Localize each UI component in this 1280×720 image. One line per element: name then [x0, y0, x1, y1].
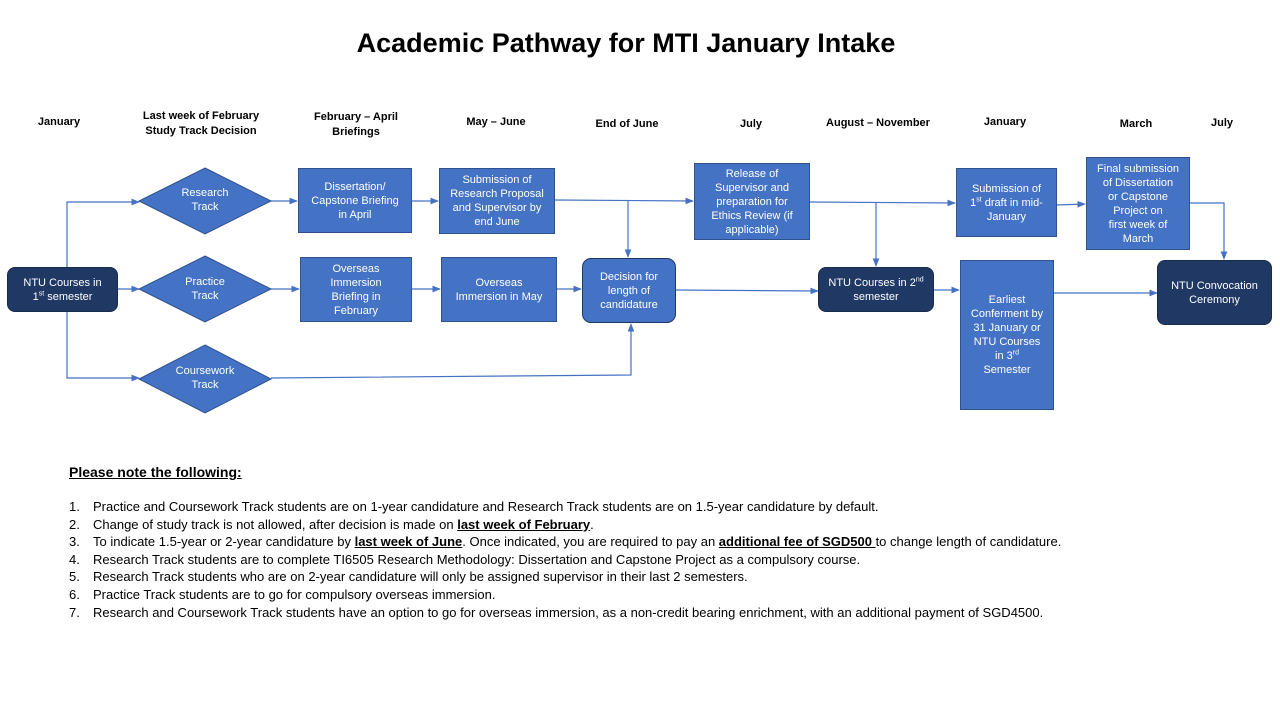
connector-coursework-decision — [270, 323, 635, 379]
research-track-label: Research Track — [181, 187, 229, 213]
overseas-briefing-node: Overseas Immersion Briefing in February — [300, 257, 412, 322]
note-text: Research Track students are to complete … — [93, 551, 860, 569]
earliest-conferment-node: Earliest Conferment by 31 January or NTU… — [960, 260, 1054, 410]
research-track-diamond — [137, 167, 273, 235]
note-text: Practice and Coursework Track students a… — [93, 498, 878, 516]
node-text: semester — [44, 290, 93, 303]
note-text-part: . Once indicated, you are required to pa… — [462, 534, 719, 550]
node-text: NTU Courses in — [23, 276, 102, 289]
note-text-part: Change of study track is not allowed, af… — [93, 516, 458, 532]
node-text: semester — [853, 290, 899, 303]
practice-track-diamond — [137, 255, 273, 323]
note-number: 3. — [69, 534, 80, 550]
note-text: Research Track students who are on 2-yea… — [93, 568, 748, 586]
node-sup: st — [976, 195, 982, 203]
timeline-label: May – June — [466, 116, 526, 128]
node-text: draft in mid- — [981, 196, 1043, 209]
notes-heading: Please note the following: — [69, 464, 242, 480]
note-text-part: Research Track students who are on 2-yea… — [93, 569, 748, 585]
node-sup: st — [38, 289, 45, 297]
ntu-courses-sem1-node: NTU Courses in 1st semester — [7, 267, 118, 312]
note-item: 7. Research and Coursework Track students… — [69, 604, 1061, 622]
node-text: 1 — [32, 290, 39, 303]
node-text: NTU Courses in 2 — [828, 276, 916, 289]
note-number: 1. — [69, 499, 80, 514]
timeline-label: January — [37, 116, 81, 128]
release-supervisor-node: Release of Supervisor and preparation fo… — [694, 163, 810, 240]
note-text-part: Practice Track students are to go for co… — [93, 586, 496, 602]
node-text: Semester — [983, 364, 1031, 376]
note-text-part: . — [590, 516, 594, 532]
timeline-label: End of June — [595, 118, 659, 130]
note-item: 4. Research Track students are to complet… — [69, 551, 1061, 569]
connector-final-convocation — [1190, 202, 1228, 260]
timeline-label: March — [1119, 118, 1153, 130]
page-title: Academic Pathway for MTI January Intake — [356, 28, 896, 58]
connector-decision-sem2 — [675, 287, 819, 295]
note-emphasis: last week of June — [354, 534, 463, 550]
timeline-label: July — [1210, 117, 1233, 129]
note-number: 4. — [69, 551, 80, 567]
connector-to-coursework — [66, 312, 140, 382]
timeline-label: January — [983, 116, 1027, 128]
node-sup: rd — [1012, 349, 1019, 357]
timeline-label: Last week of February Study Track Decisi… — [142, 110, 260, 137]
note-number: 2. — [69, 516, 80, 532]
overseas-may-node: Overseas Immersion in May — [441, 257, 557, 322]
decision-length-node: Decision for length of candidature — [582, 258, 676, 323]
note-number: 7. — [69, 604, 80, 620]
node-sup: nd — [915, 275, 924, 283]
connector-release-draft — [809, 199, 956, 207]
note-item: 1. Practice and Coursework Track students… — [69, 498, 1061, 516]
note-text-part: To indicate 1.5-year or 2-year candidatu… — [93, 534, 355, 550]
note-text: To indicate 1.5-year or 2-year candidatu… — [93, 533, 1061, 551]
notes-section: Please note the following: 1. Practice an… — [69, 464, 1061, 621]
final-submission-node: Final submission of Dissertation or Caps… — [1086, 157, 1190, 250]
dissertation-briefing-node: Dissertation/ Capstone Briefing in April — [298, 168, 412, 233]
note-text: Practice Track students are to go for co… — [93, 586, 495, 604]
notes-list: 1. Practice and Coursework Track students… — [69, 498, 1061, 621]
node-text: 1 — [970, 196, 977, 209]
submission-proposal-node: Submission of Research Proposal and Supe… — [439, 168, 555, 234]
note-text-part: Research Track students are to complete … — [93, 551, 861, 567]
node-text: Earliest Conferment by 31 January or NTU… — [970, 294, 1044, 362]
note-item: 2. Change of study track is not allowed, … — [69, 516, 1061, 534]
note-text-part: to change length of candidature. — [875, 534, 1062, 550]
note-item: 5. Research Track students who are on 2-y… — [69, 568, 1061, 586]
node-text: January — [986, 210, 1027, 223]
connector-to-research — [66, 198, 140, 267]
timeline-label: August – November — [826, 117, 930, 129]
note-text: Research and Coursework Track students h… — [93, 604, 1043, 622]
note-emphasis: additional fee of SGD500 — [718, 534, 876, 550]
note-item: 6. Practice Track students are to go for … — [69, 586, 1061, 604]
note-text-part: Practice and Coursework Track students a… — [93, 499, 879, 514]
ntu-courses-sem2-node: NTU Courses in 2nd semester — [818, 267, 934, 312]
note-item: 3. To indicate 1.5-year or 2-year candida… — [69, 533, 1061, 551]
timeline-label: February – April Briefings — [314, 111, 398, 138]
connector-draft-final — [1056, 200, 1086, 208]
note-number: 6. — [69, 586, 80, 602]
note-emphasis: last week of February — [457, 516, 591, 532]
note-text-part: Research and Coursework Track students h… — [93, 604, 1044, 620]
coursework-track-label: Coursework Track — [175, 365, 235, 391]
practice-track-label: Practice Track — [185, 276, 225, 302]
connector-proposal-release — [554, 197, 694, 205]
timeline-label: July — [739, 118, 762, 130]
coursework-track-diamond — [137, 344, 273, 414]
note-number: 5. — [69, 569, 80, 585]
convocation-node: NTU Convocation Ceremony — [1157, 260, 1272, 325]
node-text: Submission of — [971, 182, 1042, 195]
note-text: Change of study track is not allowed, af… — [93, 516, 594, 534]
